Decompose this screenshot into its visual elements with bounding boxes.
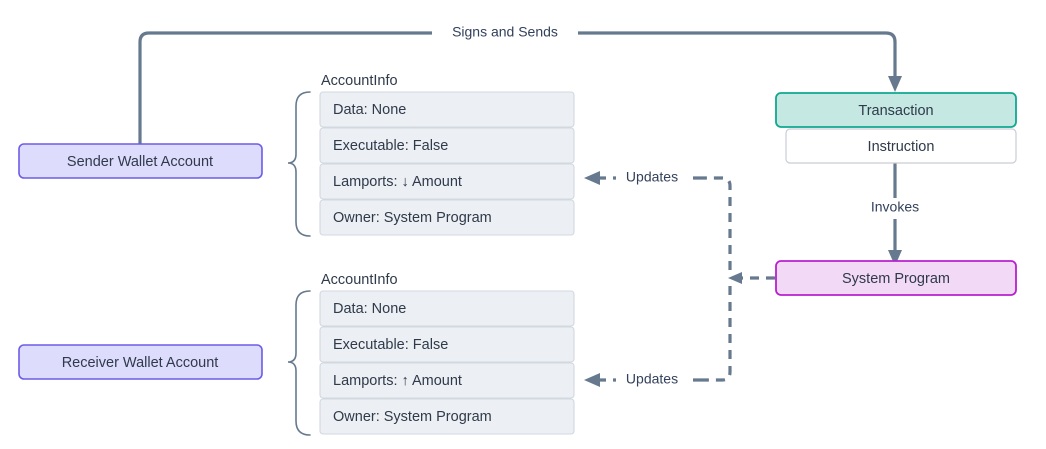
node-instruction[interactable]: Instruction: [785, 128, 1017, 164]
receiver-info-row-box-3: [319, 398, 575, 435]
sender-info-row-box-3: [319, 199, 575, 236]
sender-info-row-box-0: [319, 91, 575, 128]
edge-invokes: Invokes: [856, 161, 934, 266]
updates-receiver-label: Updates: [626, 371, 678, 387]
sender-info-row: Owner: System Program: [319, 199, 575, 236]
updates-receiver-arrowhead: [584, 373, 600, 387]
receiver-info-row: Executable: False: [319, 326, 575, 363]
updates-bus-lower: [702, 286, 732, 382]
sender-wallet-box[interactable]: [18, 143, 263, 179]
updates-receiver-label-bg: [616, 370, 688, 391]
signs-and-sends-label-bg: [432, 22, 578, 43]
node-receiver-wallet-account[interactable]: Receiver Wallet Account: [18, 344, 263, 380]
sender-info-row-label-3: Owner: System Program: [333, 210, 492, 226]
updates-sender-label-bg: [616, 168, 688, 189]
transaction-label: Transaction: [858, 103, 933, 119]
signs-and-sends-label: Signs and Sends: [452, 24, 558, 40]
invokes-label: Invokes: [871, 199, 919, 215]
sender-account-info-group: AccountInfo Data: None Executable: False…: [287, 73, 575, 237]
sender-info-row-label-1: Executable: False: [333, 138, 448, 154]
receiver-info-row: Data: None: [319, 290, 575, 327]
sender-info-row-label-0: Data: None: [333, 102, 406, 118]
sender-info-row: Executable: False: [319, 127, 575, 164]
receiver-info-row: Owner: System Program: [319, 398, 575, 435]
sender-wallet-label: Sender Wallet Account: [67, 154, 213, 170]
edge-updates-receiver: Updates: [584, 370, 702, 391]
receiver-account-info-title: AccountInfo: [321, 272, 398, 288]
edge-updates-sender: Updates: [584, 168, 702, 189]
receiver-wallet-box[interactable]: [18, 344, 263, 380]
updates-bus-upper: [702, 176, 732, 270]
receiver-account-info-group: AccountInfo Data: None Executable: False…: [287, 272, 575, 436]
receiver-account-info-brace: [287, 290, 311, 436]
node-transaction[interactable]: Transaction: [775, 92, 1017, 128]
updates-sender-arrowhead: [584, 171, 600, 185]
node-sender-wallet-account[interactable]: Sender Wallet Account: [18, 143, 263, 179]
receiver-info-row-label-3: Owner: System Program: [333, 409, 492, 425]
receiver-info-row-box-0: [319, 290, 575, 327]
sender-account-info-title: AccountInfo: [321, 73, 398, 89]
system-program-label: System Program: [842, 271, 950, 287]
receiver-info-row: Lamports: ↑ Amount: [319, 362, 575, 399]
updates-sender-label: Updates: [626, 169, 678, 185]
invokes-arrowhead: [888, 250, 902, 266]
system-program-box[interactable]: [775, 260, 1017, 296]
receiver-wallet-label: Receiver Wallet Account: [62, 355, 219, 371]
edge-updates-bus: [702, 176, 775, 382]
sender-info-row-box-1: [319, 127, 575, 164]
receiver-info-row-label-2: Lamports: ↑ Amount: [333, 373, 462, 389]
receiver-info-row-label-1: Executable: False: [333, 337, 448, 353]
instruction-box[interactable]: [785, 128, 1017, 164]
receiver-info-row-label-0: Data: None: [333, 301, 406, 317]
receiver-info-row-box-1: [319, 326, 575, 363]
sender-info-row-box-2: [319, 163, 575, 200]
signs-and-sends-arrowhead: [888, 76, 902, 92]
sender-info-row: Data: None: [319, 91, 575, 128]
updates-bus-junction-arrow: [728, 272, 742, 284]
transaction-box[interactable]: [775, 92, 1017, 128]
receiver-info-row-box-2: [319, 362, 575, 399]
instruction-label: Instruction: [868, 139, 935, 155]
invokes-label-bg: [856, 198, 934, 219]
sender-info-row: Lamports: ↓ Amount: [319, 163, 575, 200]
edge-signs-and-sends: Signs and Sends: [138, 22, 902, 147]
sender-info-row-label-2: Lamports: ↓ Amount: [333, 174, 462, 190]
node-system-program[interactable]: System Program: [775, 260, 1017, 296]
sender-account-info-brace: [287, 91, 311, 237]
